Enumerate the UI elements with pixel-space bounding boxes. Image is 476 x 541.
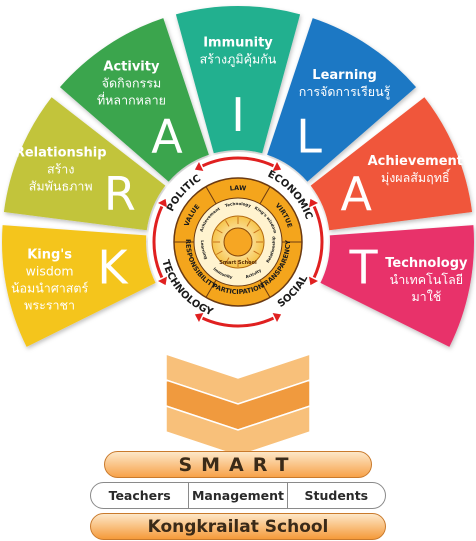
cycle-arrow-0 <box>201 156 275 168</box>
arrow-head <box>309 198 318 208</box>
management-cell: Management <box>188 483 286 508</box>
segment-divider <box>205 279 217 298</box>
arrow-head <box>194 313 204 322</box>
arrow-head <box>194 162 204 171</box>
chevron-2 <box>165 404 311 457</box>
emblem-ray <box>216 229 223 234</box>
petal-title: King's <box>27 248 72 263</box>
petal-shape <box>320 225 474 347</box>
arrow-head <box>158 198 167 208</box>
petal-shape <box>310 97 473 231</box>
smart-banner: SMART <box>104 451 372 478</box>
emblem-ray <box>253 250 260 255</box>
petal-subtitle: น้อมนำศาสตร์ <box>11 281 89 296</box>
stakeholders-bar: Teachers Management Students <box>90 482 386 509</box>
petal-shape <box>1 225 156 347</box>
petal-letter: L <box>296 110 322 164</box>
petal-subtitle: มาใช้ <box>411 289 441 304</box>
arrow-head <box>158 276 167 286</box>
cycle-arrow-3 <box>152 205 164 279</box>
ring-small-0: Technology <box>224 201 252 208</box>
students-cell: Students <box>286 483 385 508</box>
petal-shape <box>3 97 166 231</box>
emblem-ray <box>246 220 251 227</box>
petal-title: Immunity <box>203 36 273 51</box>
petal-subtitle: สัมพันธภาพ <box>29 178 93 193</box>
emblem-ray <box>216 250 223 255</box>
petal-title: Activity <box>103 59 160 74</box>
petal-letter: K <box>97 241 129 295</box>
teachers-cell: Teachers <box>108 488 171 503</box>
petal-subtitle: สร้าง <box>47 161 74 176</box>
petal-subtitle: การจัดการเรียนรู้ <box>299 84 391 100</box>
petal-letter: R <box>104 167 136 221</box>
school-banner-label: Kongkrailat School <box>147 516 329 537</box>
petal-title: Learning <box>312 68 377 83</box>
emblem-core <box>223 227 253 257</box>
petal-shape <box>59 18 209 182</box>
petal-shape <box>175 6 301 154</box>
arrow-head <box>272 162 282 171</box>
cycle-arrow-2 <box>201 316 275 328</box>
petal-letter: I <box>231 88 245 142</box>
petal-letter: A <box>151 110 183 164</box>
center-text: Smart School <box>219 260 257 266</box>
school-banner: Kongkrailat School <box>90 513 386 540</box>
petal-title: Relationship <box>15 145 107 160</box>
arrow-head <box>272 313 282 322</box>
cycle-arrows <box>152 156 324 328</box>
petal-subtitle: ที่หลากหลาย <box>97 91 166 107</box>
emblem-ray <box>225 220 230 227</box>
segment-divider <box>259 279 271 298</box>
smart-banner-label: SMART <box>178 453 298 476</box>
cycle-arrow-1 <box>312 205 324 279</box>
inner-law: LAW <box>229 184 246 193</box>
petal-letter: A <box>340 167 372 221</box>
segment-divider <box>259 186 271 205</box>
petal-subtitle: มุ่งผลสัมฤทธิ์ <box>381 168 451 186</box>
petal-subtitle: จัดกิจกรรม <box>102 75 162 90</box>
petal-letter: T <box>349 241 379 295</box>
petal-title: Achievement <box>368 154 463 169</box>
arrow-head <box>309 276 318 286</box>
petal-subtitle: wisdom <box>26 264 74 279</box>
petal-shape <box>267 18 417 182</box>
ring-small-2: Relationship <box>265 236 276 264</box>
petal-subtitle: สร้างภูมิคุ้มกัน <box>200 52 277 68</box>
petal-title: Technology <box>385 256 468 271</box>
ring-small-5: Learning <box>200 240 209 260</box>
petal-subtitle: พระราชา <box>24 298 75 313</box>
segment-divider <box>205 186 217 205</box>
emblem-ray <box>225 257 230 264</box>
petal-subtitle: นำเทคโนโลยี <box>390 272 463 287</box>
chevron-stack <box>165 352 311 457</box>
ring-small-3: Activity <box>245 267 262 279</box>
emblem-ray <box>246 257 251 264</box>
emblem-ray <box>253 229 260 234</box>
